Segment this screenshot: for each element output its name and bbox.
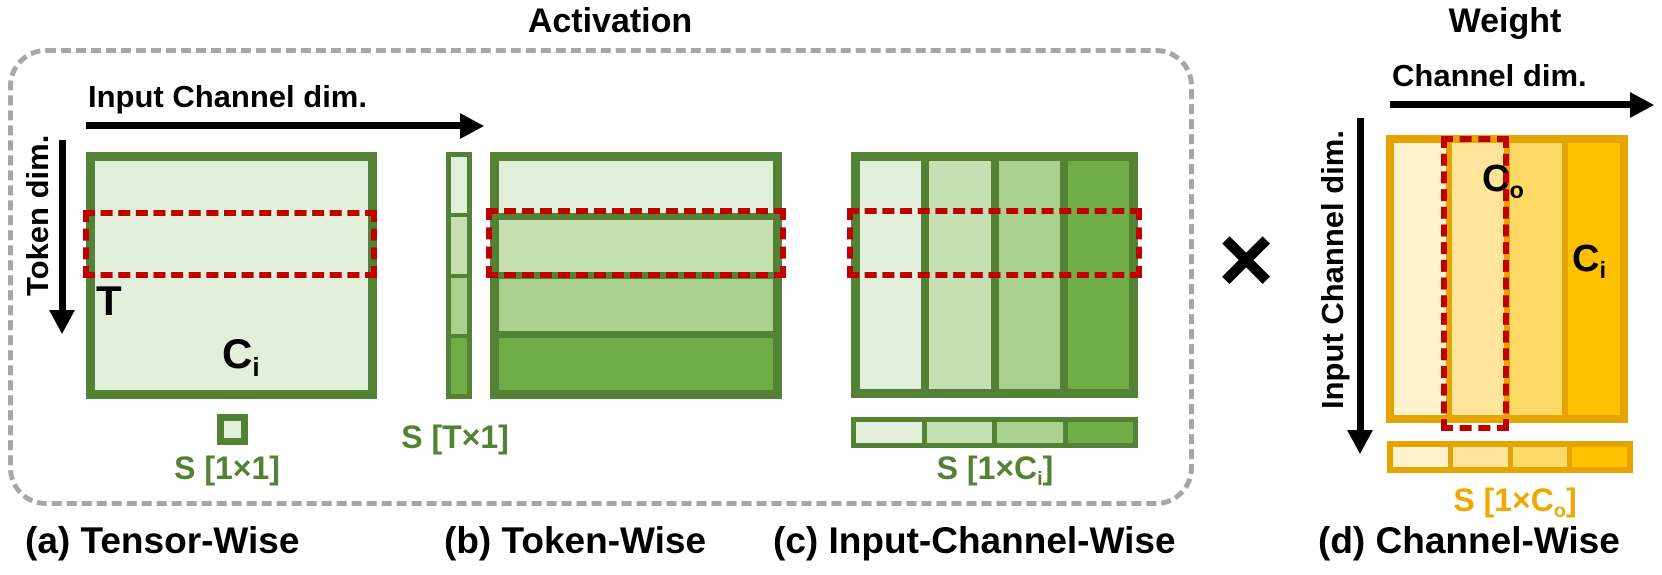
matrix-row: [499, 220, 773, 272]
tensor-scale-label: S [1×1]: [174, 450, 280, 486]
arrow-down-icon: [49, 310, 75, 334]
strip-segment: [997, 422, 1063, 443]
caption-tensor-wise: (a) Tensor-Wise: [25, 520, 300, 561]
arrow-right-icon: [1630, 92, 1654, 118]
arrow-down-icon: [1347, 430, 1373, 454]
strip-segment: [926, 422, 992, 443]
weight-input-channel-dim-arrow: [1357, 118, 1364, 432]
weight-scale-strip: [1387, 441, 1633, 473]
input-channel-scale-label: S [1×Ci]: [936, 450, 1054, 490]
weight-input-channel-dim-label: Input Channel dim.: [1315, 130, 1350, 409]
caption-token-wise: (b) Token-Wise: [444, 520, 707, 561]
ci-label-weight: Ci: [1572, 238, 1606, 284]
ci-label-a: Ci: [222, 330, 260, 382]
matrix-column: [1568, 143, 1620, 415]
strip-segment: [1572, 447, 1627, 467]
activation-group-outline: [8, 48, 1194, 506]
strip-segment: [856, 422, 922, 443]
matrix-column: [1510, 143, 1562, 415]
token-dim-arrow: [59, 140, 66, 312]
tensor-scale-swatch: [217, 414, 248, 445]
matrix-row: [499, 338, 773, 390]
arrow-right-icon: [460, 113, 484, 139]
activation-title: Activation: [527, 2, 693, 40]
token-scale-strip: [446, 152, 472, 399]
token-scale-label: S [T×1]: [401, 419, 509, 455]
token-dim-label: Token dim.: [20, 134, 55, 296]
co-label: Co: [1482, 158, 1524, 204]
strip-segment: [1452, 447, 1508, 467]
matrix-column: [1452, 143, 1504, 415]
strip-segment: [451, 337, 467, 394]
token-row-highlight-c: [847, 208, 1142, 278]
input-channel-dim-label: Input Channel dim.: [88, 79, 367, 114]
matrix-row: [499, 279, 773, 331]
input-channel-dim-arrow: [86, 122, 462, 129]
weight-title: Weight: [1448, 2, 1562, 40]
caption-channel-wise: (d) Channel-Wise: [1318, 520, 1620, 561]
matrix-row: [499, 161, 773, 213]
channel-scale-strip: [851, 417, 1138, 448]
multiply-icon: ×: [1218, 206, 1275, 313]
output-channel-highlight: [1441, 136, 1509, 431]
token-row-highlight-b: [486, 208, 786, 278]
caption-input-channel-wise: (c) Input-Channel-Wise: [773, 520, 1176, 561]
strip-segment: [451, 157, 467, 214]
matrix-column: [1394, 143, 1446, 415]
strip-segment: [451, 277, 467, 334]
strip-segment: [1067, 422, 1133, 443]
channel-dim-label: Channel dim.: [1392, 58, 1587, 93]
token-row-highlight-a: [83, 210, 377, 278]
token-count-label: T: [96, 277, 122, 324]
matrix-tensor-wise: [86, 152, 377, 399]
strip-segment: [1393, 447, 1448, 467]
weight-scale-label: S [1×Co]: [1453, 482, 1577, 522]
strip-segment: [451, 217, 467, 274]
channel-dim-arrow: [1390, 101, 1632, 108]
strip-segment: [1512, 447, 1568, 467]
